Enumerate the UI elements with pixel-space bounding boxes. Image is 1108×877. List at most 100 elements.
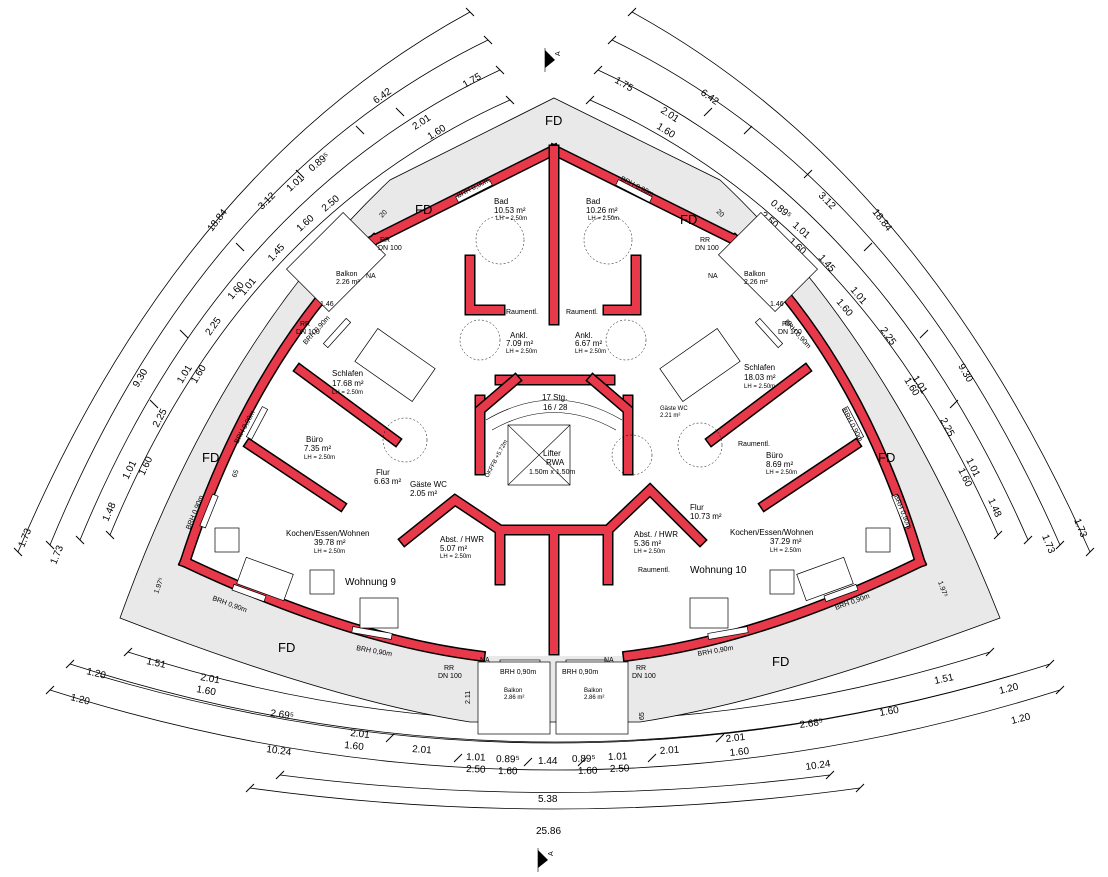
window-label-13: BRH 0,90m — [500, 669, 536, 676]
room-gaeste-wc-left-area: 2.05 m² — [410, 489, 437, 498]
section-label-bottom: A — [548, 851, 555, 856]
room-ankl-left-area: 7.09 m² — [506, 339, 533, 348]
dim-left-1-45: 1.45 — [266, 242, 287, 264]
room-balkon-left: Balkon — [336, 271, 358, 278]
interior-walls — [242, 144, 863, 656]
room-flur-right: Flur — [690, 503, 704, 512]
dim-bottom-1-20b: 1.20 — [998, 681, 1020, 696]
room-bad-left-area: 10.53 m² — [494, 206, 526, 215]
rr-dn-left: DN 100 — [378, 245, 402, 252]
dim-bottom-1-51a: 1.51 — [145, 656, 167, 671]
rr-dn-bottom-left: DN 100 — [438, 673, 462, 680]
rr-left: RR — [380, 237, 390, 244]
rooms-left: Bad 10.53 m² LH = 2.50m Ankl. 7.09 m² LH… — [286, 197, 537, 701]
dim-right-2-25: 2.25 — [878, 325, 899, 348]
raumentl-right: Raumentl. — [566, 309, 598, 316]
dim-bottom-0-89b: 0.89⁵ — [572, 754, 596, 765]
na-bottom-right: NA — [604, 657, 614, 664]
dim-left-1-73a: 1.73 — [17, 527, 35, 550]
side-dim-2-11: 2.11 — [465, 691, 472, 704]
dim-bottom-2-01e: 2.01 — [725, 732, 746, 745]
dimension-lines-bottom: 1.51 2.01 1.51 1.20 1.60 2.69⁵ 2.68⁵ 1.6… — [45, 647, 1065, 837]
rr-dn-right-2: DN 100 — [778, 329, 802, 336]
room-schlafen-right-lh: LH = 2.50m — [744, 384, 775, 390]
dim-right-3-12: 3.12 — [816, 190, 838, 212]
room-ankl-left-lh: LH = 2.50m — [506, 349, 537, 355]
side-dim-1-46-left: 1.46 — [320, 301, 334, 308]
roof-fd-top: FD — [545, 113, 562, 128]
dim-right-1-45: 1.45 — [816, 253, 837, 275]
rr-left-2: RR — [300, 321, 310, 328]
stair-ratio: 16 / 28 — [543, 403, 568, 412]
room-balkon-right-area: 2.26 m² — [744, 279, 768, 286]
room-buero-left-lh: LH = 2.50m — [304, 455, 335, 461]
dim-left-1-75: 1.75 — [461, 71, 484, 90]
roof-fd-right-bottom: FD — [772, 654, 789, 669]
room-buero-right-lh: LH = 2.50m — [766, 470, 797, 476]
dim-bottom-1-60a: 1.60 — [195, 684, 217, 698]
dim-left-1-01d: 1.01 — [121, 459, 140, 482]
furniture — [214, 215, 891, 629]
dim-right-2-25b: 2.25 — [937, 416, 956, 439]
dim-bottom-1-51b: 1.51 — [933, 672, 955, 687]
roof-fd-left-top: FD — [415, 202, 432, 217]
building-floor — [182, 150, 920, 656]
dim-left-6-42: 6.42 — [371, 86, 394, 106]
room-kochen-left: Kochen/Essen/Wohnen — [286, 529, 369, 538]
stair-label: 17 Stg. — [542, 393, 567, 402]
dim-bottom-2-01a: 2.01 — [199, 672, 221, 686]
section-marker-top: A — [544, 48, 562, 72]
rr-dn-left-2: DN 100 — [296, 329, 320, 336]
dim-left-2-50: 2.50 — [320, 193, 342, 214]
lift-rwa: RWA — [546, 458, 565, 467]
room-flur-left: Flur — [376, 468, 390, 477]
dim-bottom-10-24a: 10.24 — [266, 744, 293, 758]
room-kochen-right-area: 37.29 m² — [770, 537, 802, 546]
room-bad-right: Bad — [586, 197, 600, 206]
dim-bottom-1-60d: 1.60 — [498, 766, 518, 777]
dim-left-9-30: 9.30 — [131, 367, 150, 390]
room-hwr-right-lh: LH = 2.50m — [634, 549, 665, 555]
dim-bottom-2-50b: 2.50 — [610, 763, 630, 775]
dim-bottom-1-44: 1.44 — [538, 756, 558, 767]
roof-fd-left: FD — [202, 450, 219, 465]
dim-bottom-1-20c: 1.20 — [69, 692, 91, 707]
rr-dn-bottom-right: DN 100 — [632, 673, 656, 680]
dim-right-6-42: 6.42 — [698, 87, 721, 107]
rr-right: RR — [700, 237, 710, 244]
room-gaeste-wc-right-area: 2.21 m² — [660, 413, 680, 419]
dim-bottom-2-01d: 2.01 — [659, 745, 680, 757]
side-dim-65-right: 65 — [639, 712, 646, 720]
dim-left-1-60d: 1.60 — [189, 363, 209, 386]
dim-right-1-75: 1.75 — [613, 75, 636, 94]
stair-core — [485, 399, 623, 486]
room-hwr-right: Abst. / HWR — [634, 530, 678, 539]
side-dim-1-46-right: 1.46 — [770, 301, 784, 308]
raumentl-hwr-right: Raumentl. — [638, 567, 670, 574]
dim-left-18-84: 18.84 — [206, 207, 230, 234]
section-label-top: A — [555, 51, 562, 56]
room-schlafen-left-lh: LH = 2.50m — [332, 390, 363, 396]
side-dim-65-left: 65 — [231, 469, 240, 479]
na-left: NA — [366, 273, 376, 280]
balconies — [286, 212, 818, 735]
room-flur-left-area: 6.63 m² — [374, 477, 401, 486]
dim-right-9-30: 9.30 — [955, 362, 974, 385]
dim-bottom-2-01b: 2.01 — [350, 728, 371, 741]
room-hwr-left-area: 5.07 m² — [440, 544, 467, 553]
room-hwr-right-area: 5.36 m² — [634, 539, 661, 548]
dim-bottom-2-68: 2.68⁵ — [799, 717, 824, 731]
roof-fd-left-bottom: FD — [278, 640, 295, 655]
raumentl-left: Raumentl. — [506, 309, 538, 316]
dim-left-0-89: 0.89⁵ — [307, 151, 332, 175]
rooms-right: Bad 10.26 m² LH = 2.50m Ankl. 6.67 m² LH… — [575, 197, 813, 701]
room-balkon-right: Balkon — [744, 271, 766, 278]
side-dim-20-right: 20 — [715, 208, 726, 219]
dim-bottom-25-86: 25.86 — [536, 826, 561, 837]
side-dim-20-left: 20 — [378, 209, 389, 220]
room-buero-left: Büro — [306, 435, 323, 444]
room-schlafen-right-area: 18.03 m² — [744, 373, 776, 382]
room-balkon-bottom-left-area: 2.86 m² — [504, 695, 524, 701]
dim-bottom-5-38: 5.38 — [538, 794, 558, 805]
